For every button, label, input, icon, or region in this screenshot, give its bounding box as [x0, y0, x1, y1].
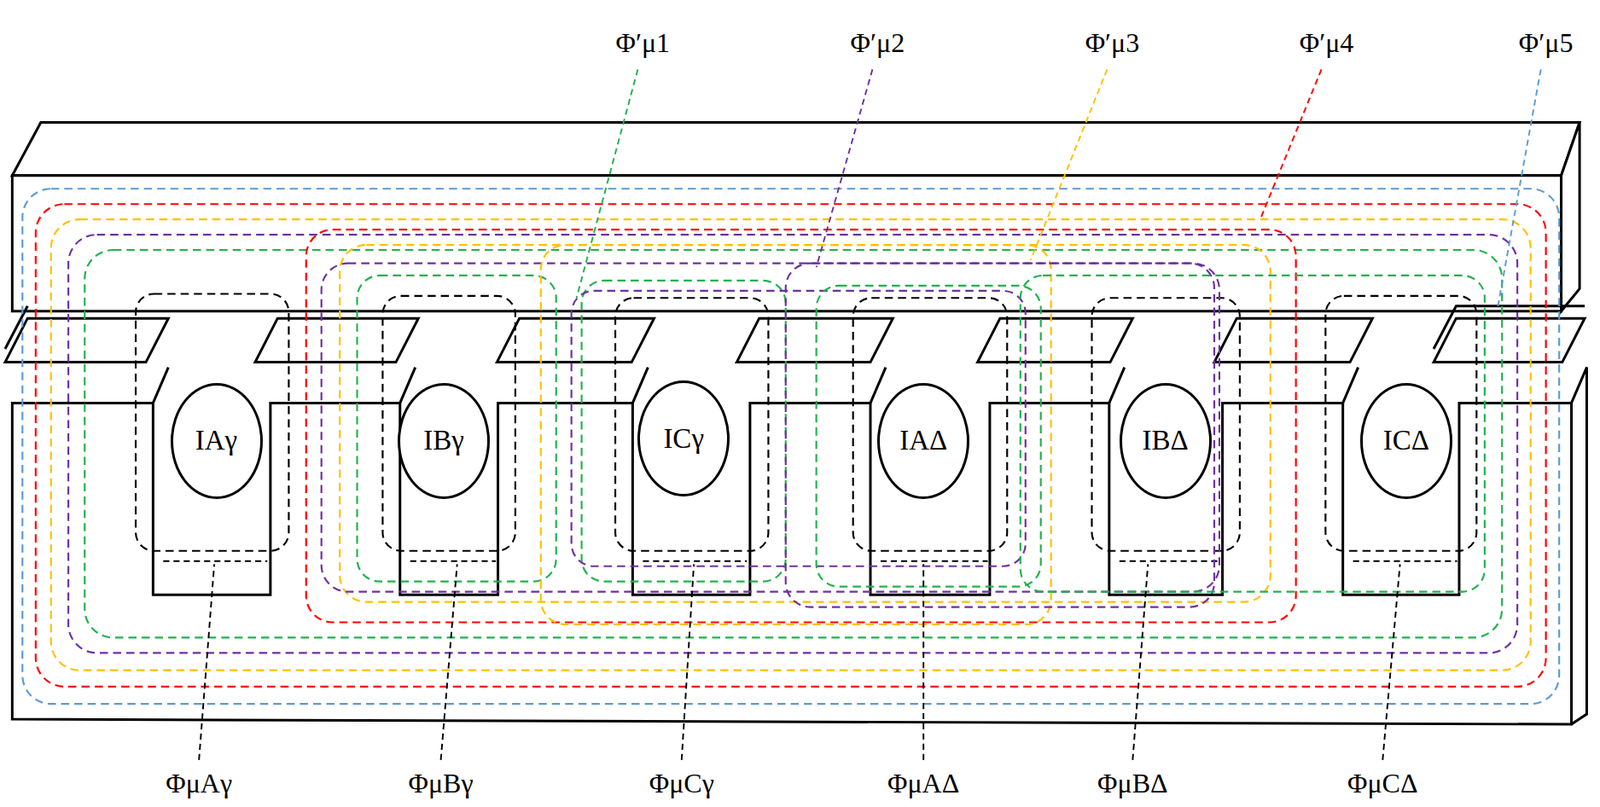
current-circle: ICΔ	[1360, 383, 1453, 500]
flux-label: ΦμCγ	[646, 768, 717, 800]
flux-label: Φ′μ3	[1082, 27, 1143, 59]
flux-label: Φ′μ4	[1297, 27, 1357, 59]
current-circle: IBΔ	[1119, 383, 1212, 500]
flux-label: ΦμAγ	[162, 768, 235, 800]
core-outline	[11, 122, 1587, 726]
current-label: IAΔ	[899, 424, 948, 457]
current-circle: ICγ	[637, 380, 730, 497]
slot-floor	[162, 560, 1457, 563]
current-circle: IAγ	[170, 383, 263, 500]
flux-label: ΦμCΔ	[1344, 768, 1420, 800]
current-label: IBγ	[423, 424, 465, 457]
flux-label: ΦμAΔ	[884, 768, 962, 800]
flux-label: Φ′μ2	[848, 27, 908, 59]
current-label: IAγ	[195, 424, 238, 457]
current-circle: IBγ	[397, 383, 490, 500]
leader-line	[198, 69, 1541, 761]
flux-label: Φ′μ5	[1516, 27, 1577, 59]
flux-label: ΦμBΔ	[1094, 768, 1170, 800]
current-circle: IAΔ	[877, 383, 970, 500]
flux-label: ΦμBγ	[406, 768, 477, 800]
current-label: ICγ	[663, 423, 704, 455]
flux-label: Φ′μ1	[613, 27, 674, 59]
current-label: IBΔ	[1141, 424, 1188, 457]
flux-path	[22, 188, 1560, 704]
tooth-shoe	[5, 306, 1585, 363]
current-label: ICΔ	[1383, 424, 1430, 457]
